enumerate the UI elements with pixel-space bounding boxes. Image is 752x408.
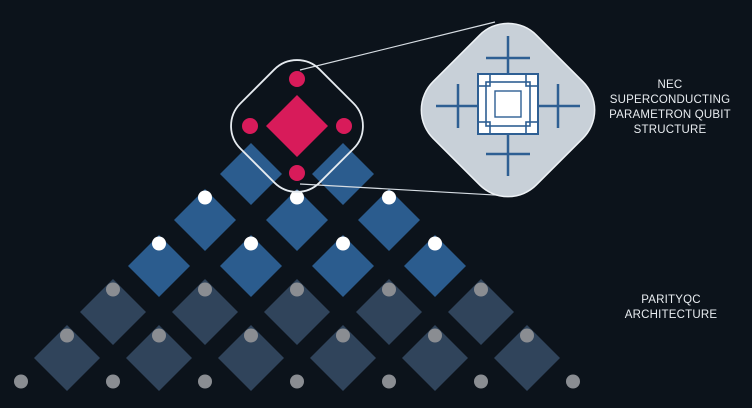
faded-lattice-dot [106,282,120,297]
nec-qubit-label: NEC SUPERCONDUCTING PARAMETRON QUBIT STR… [604,78,736,138]
zoom-connector-bottom [299,183,513,197]
faded-lattice-dot [520,328,534,343]
bright-tile-group [128,143,466,297]
faded-lattice-dot [290,374,304,389]
faded-parity-tile [126,325,192,391]
highlight-ring [230,59,364,193]
lattice-dot [244,236,258,251]
highlighted-qubit-dot [242,118,258,134]
faded-lattice-dot [382,282,396,297]
lattice-dot [382,190,396,205]
faded-lattice-dot [474,282,488,297]
parity-tile [358,189,420,251]
highlighted-qubit-tile [266,95,328,157]
highlighted-qubit-dot [289,165,305,181]
faded-lattice-dot [428,328,442,343]
faded-lattice-dot [566,374,580,389]
faded-parity-tile [172,279,238,345]
circuit-corner-pad [525,73,539,87]
lattice-dot [198,190,212,205]
faded-lattice-dot [336,328,350,343]
parity-label-line-1: PARITYQC [641,294,701,306]
faded-parity-tile [356,279,422,345]
faded-lattice-dot [152,328,166,343]
lattice-dot [336,236,350,251]
nec-label-line-1: NEC [657,79,683,91]
faded-lattice-dot [474,374,488,389]
faded-lattice-dot [198,374,212,389]
lattice-dot [152,236,166,251]
highlighted-qubit-dot [336,118,352,134]
faded-parity-tile [218,325,284,391]
faded-parity-tile [34,325,100,391]
parity-tile [220,235,282,297]
faded-parity-tile [310,325,376,391]
nec-label-line-2: SUPERCONDUCTING [609,94,731,106]
parity-tile [174,189,236,251]
faded-parity-tile [402,325,468,391]
zoom-connector-top [299,21,496,71]
parity-tile [128,235,190,297]
faded-lattice-dot [14,374,28,389]
parity-tile [312,235,374,297]
faded-lattice-dot [244,328,258,343]
faded-parity-tile [264,279,330,345]
faded-parity-tile [494,325,560,391]
parity-label-line-2: ARCHITECTURE [624,309,718,321]
parityqc-architecture-label: PARITYQC ARCHITECTURE [616,293,726,323]
zoom-connector-lines [299,21,513,197]
zoom-panel-group [420,22,596,198]
nec-label-line-3: PARAMETRON QUBIT [609,109,731,121]
nec-label-line-4: STRUCTURE [633,124,707,136]
faded-parity-tile [448,279,514,345]
faded-lattice-dot [106,374,120,389]
parity-tile [312,143,374,205]
circuit-corner-pad [525,121,539,135]
circuit-inner-square [494,90,522,118]
faded-lattice-dot [198,282,212,297]
parity-tile [404,235,466,297]
circuit-corner-pad [477,121,491,135]
parity-tile [266,189,328,251]
faded-lattice-dot [290,282,304,297]
parity-tile [220,143,282,205]
faded-tile-group [34,279,560,391]
lattice-dot [290,190,304,205]
circuit-corner-pad [477,73,491,87]
lattice-dot [428,236,442,251]
faded-parity-tile [80,279,146,345]
highlighted-qubit-group [230,59,364,193]
faded-lattice-dot [60,328,74,343]
lattice-dot-group [14,190,580,389]
faded-lattice-dot [382,374,396,389]
highlighted-qubit-dot [289,71,305,87]
